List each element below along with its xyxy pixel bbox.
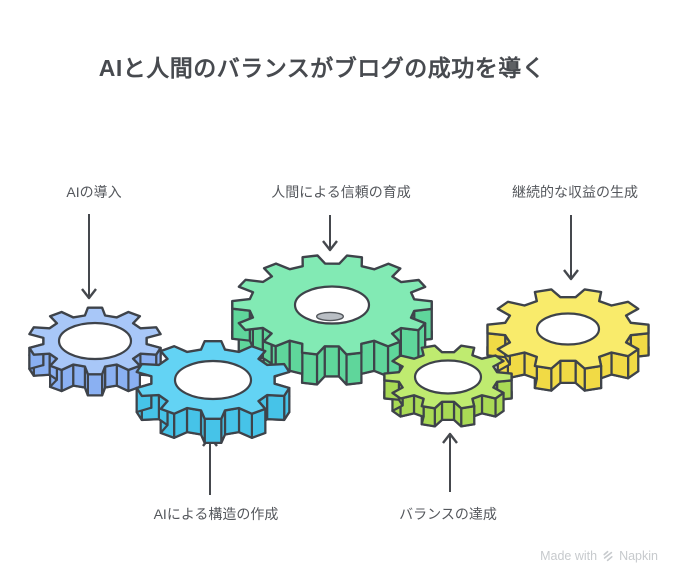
arrow-down-trust-by-humans: [322, 215, 338, 252]
watermark-prefix: Made with: [540, 549, 598, 563]
napkin-logo-icon: [602, 550, 614, 562]
watermark-brand: Napkin: [619, 549, 658, 563]
diagram-title: AIと人間のバランスがブログの成功を導く: [98, 55, 546, 81]
gear-label-trust-by-humans: 人間による信頼の育成: [271, 184, 411, 200]
napkin-watermark: Made with Napkin: [540, 549, 658, 563]
arrow-up-balance-achieved: [442, 432, 458, 492]
arrow-up-structure-by-ai: [202, 435, 218, 495]
gear-label-balance-achieved: バランスの達成: [399, 506, 497, 522]
gear-structure-by-ai: [135, 340, 291, 444]
gear-label-sustained-revenue: 継続的な収益の生成: [512, 184, 638, 200]
arrow-down-sustained-revenue: [563, 215, 579, 281]
gear-label-ai-adoption: AIの導入: [66, 184, 122, 200]
gear-balance-achieved: [383, 344, 513, 428]
gear-sustained-revenue: [486, 288, 650, 392]
gear-ai-adoption: [28, 306, 162, 397]
arrow-down-ai-adoption: [81, 214, 97, 300]
gear-label-structure-by-ai: AIによる構造の作成: [153, 506, 279, 522]
gear-trust-by-humans: [231, 254, 433, 386]
